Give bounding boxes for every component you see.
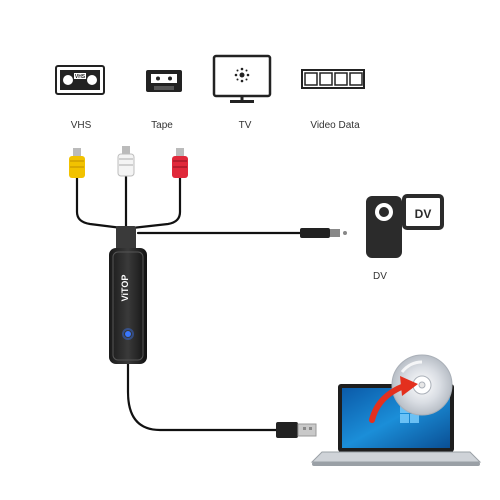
s-video-plug-icon — [300, 228, 347, 238]
label-tape: Tape — [151, 120, 173, 131]
film-strip-icon — [301, 69, 365, 89]
vhs-cassette-icon: VHS — [55, 65, 105, 95]
curved-arrow-icon — [369, 376, 418, 423]
rca-white-plug — [117, 146, 135, 177]
usb-capture-adapter-icon: ViTOP — [109, 226, 147, 364]
camcorder-badge: DV — [415, 207, 432, 221]
label-tv: TV — [238, 120, 252, 131]
adapter-brand-logo: ViTOP — [120, 275, 130, 302]
rca-yellow-plug — [69, 148, 85, 178]
cd-disc-icon — [391, 354, 453, 416]
vhs-badge: VHS — [75, 74, 86, 80]
label-vhs: VHS — [70, 120, 92, 131]
tv-monitor-icon — [212, 54, 272, 103]
audio-tape-icon — [146, 70, 182, 92]
usb-plug-icon — [276, 422, 317, 438]
rca-red-plug — [172, 148, 188, 178]
label-video-data: Video Data — [310, 120, 360, 131]
camcorder-icon: DV — [366, 194, 444, 258]
label-dv: DV — [373, 271, 387, 282]
